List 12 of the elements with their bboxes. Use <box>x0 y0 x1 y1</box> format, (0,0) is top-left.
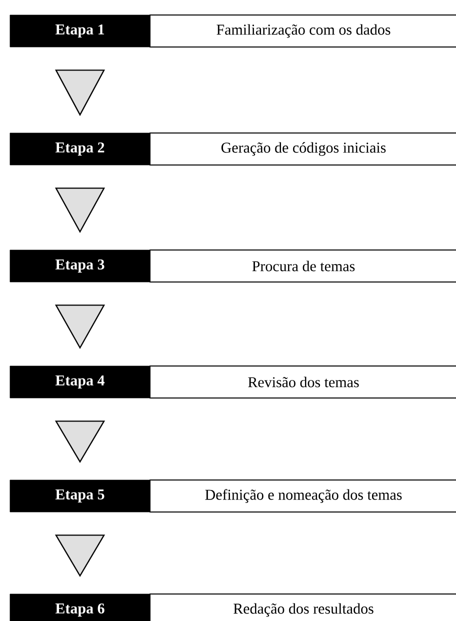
stage-box: Redação dos resultados <box>150 594 456 621</box>
stage-label: Etapa 2 <box>10 132 150 166</box>
stage-label: Etapa 1 <box>10 14 150 48</box>
stage-label: Etapa 6 <box>10 594 150 621</box>
stage-label: Etapa 3 <box>10 250 150 282</box>
stage-box: Definição e nomeação dos temas <box>150 480 456 512</box>
stage-box: Revisão dos temas <box>150 366 456 398</box>
stage-box: Procura de temas <box>150 250 456 282</box>
stage-label: Etapa 4 <box>10 366 150 398</box>
stage-box: Familiarização com os dados <box>150 14 456 48</box>
stage-box: Geração de códigos iniciais <box>150 132 456 166</box>
stage-label: Etapa 5 <box>10 480 150 512</box>
